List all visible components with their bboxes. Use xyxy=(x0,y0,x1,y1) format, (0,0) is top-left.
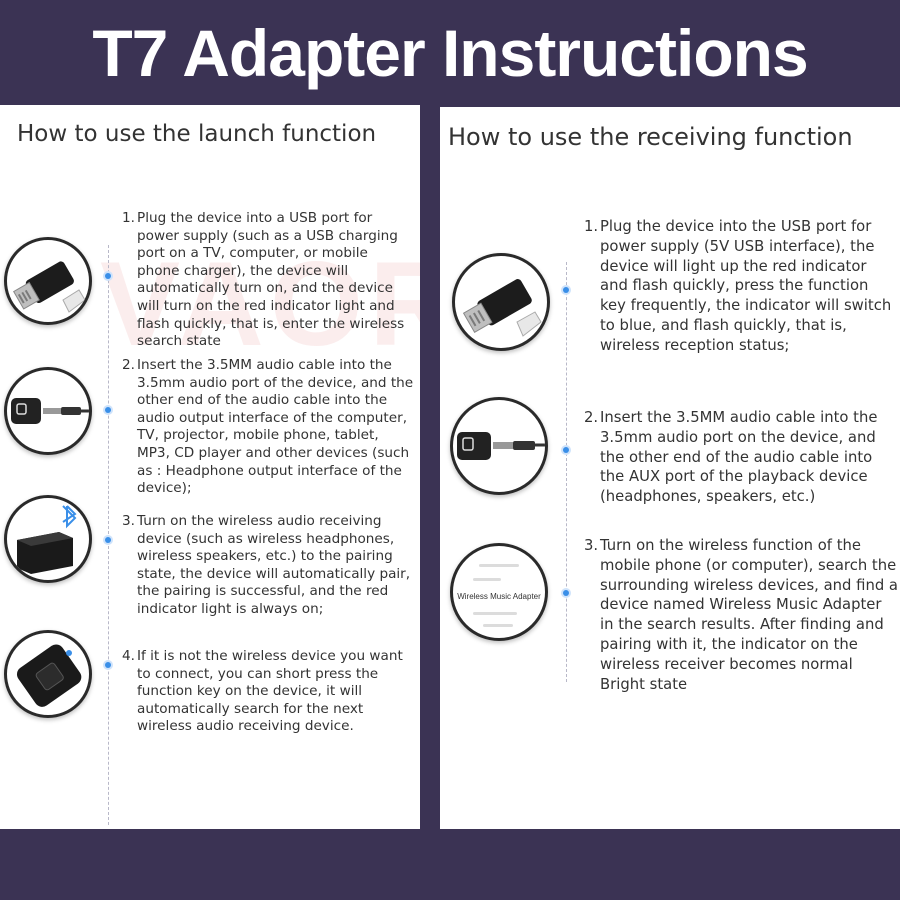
launch-step-2: 2.Insert the 3.5MM audio cable into the … xyxy=(122,357,414,497)
device-list-image: Wireless Music Adapter xyxy=(450,543,548,641)
usb-dongle-image xyxy=(4,237,92,325)
audio-cable-image xyxy=(450,397,548,495)
launch-timeline xyxy=(108,245,109,825)
receive-step-2: 2.Insert the 3.5MM audio cable into the … xyxy=(584,409,878,506)
launch-step-1: 1.Plug the device into a USB port for po… xyxy=(122,210,405,350)
step-3-dot xyxy=(105,537,111,543)
launch-panel: VAORLO How to use the launch function 1.… xyxy=(0,105,420,829)
receive-step-3: 3.Turn on the wireless function of the m… xyxy=(584,537,898,693)
audio-cable-image xyxy=(4,367,92,455)
step-2-dot xyxy=(105,407,111,413)
receive-panel-title: How to use the receiving function xyxy=(448,123,853,151)
launch-step-4: 4.If it is not the wireless device you w… xyxy=(122,648,403,735)
step-1-dot xyxy=(105,273,111,279)
step-3-dot xyxy=(563,590,569,596)
watermark: VAORLO xyxy=(100,237,420,371)
receive-step-1: 1.Plug the device into the USB port for … xyxy=(584,218,892,354)
device-list-label: Wireless Music Adapter xyxy=(457,592,541,601)
usb-dongle-image xyxy=(452,253,550,351)
step-4-dot xyxy=(105,662,111,668)
receive-timeline xyxy=(566,262,567,682)
step-1-dot xyxy=(563,287,569,293)
speaker-image xyxy=(4,495,92,583)
function-key-image xyxy=(4,630,92,718)
launch-panel-title: How to use the launch function xyxy=(17,121,377,147)
launch-step-3: 3.Turn on the wireless audio receiving d… xyxy=(122,513,411,617)
step-2-dot xyxy=(563,447,569,453)
page-title: T7 Adapter Instructions xyxy=(92,16,808,90)
receive-panel: How to use the receiving function 1.Plug… xyxy=(440,107,900,829)
